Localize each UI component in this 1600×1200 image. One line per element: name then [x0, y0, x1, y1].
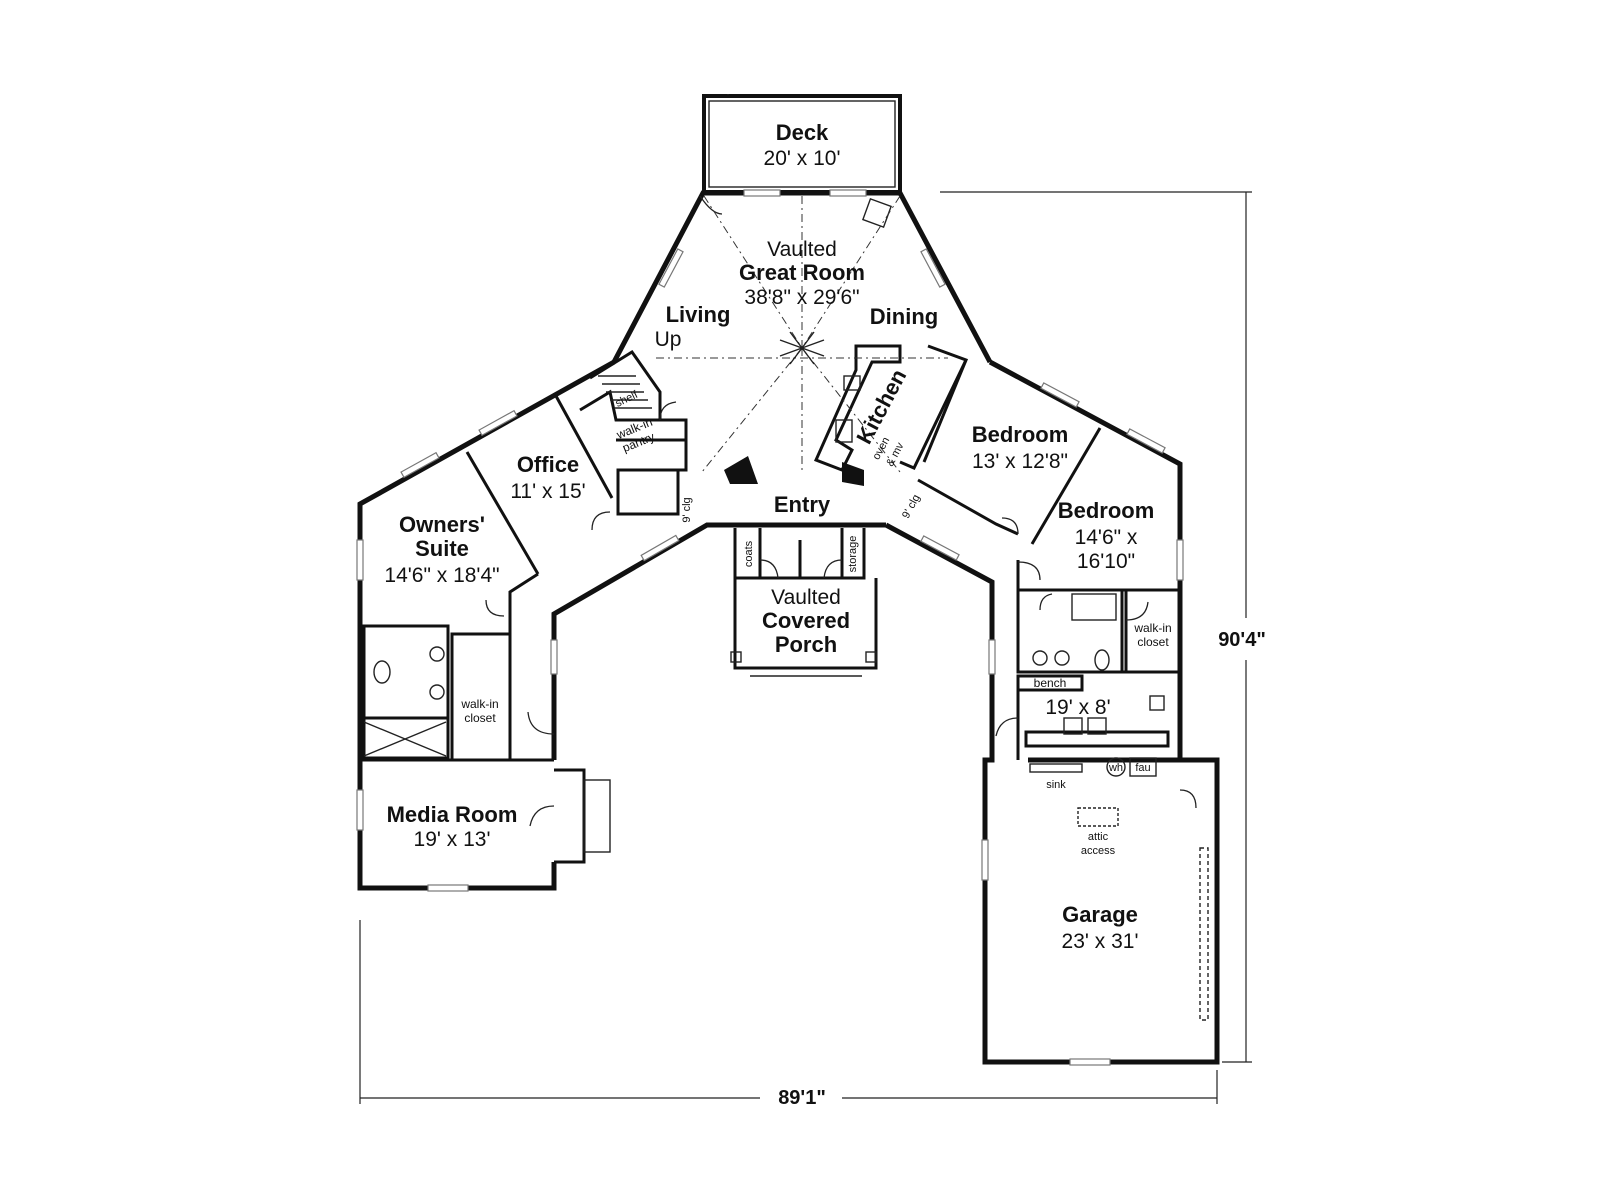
fau-label: fau	[1135, 762, 1150, 774]
closet-left-line1: walk-in	[460, 697, 498, 711]
coats-label: coats	[743, 540, 755, 567]
room-labels: Deck 20' x 10' Vaulted Great Room 38'8" …	[384, 120, 1265, 1109]
office-size: 11' x 15'	[510, 480, 585, 503]
bench-label: bench	[1034, 676, 1067, 690]
owners-suite-size: 14'6" x 18'4"	[384, 564, 499, 587]
great-room-qualifier: Vaulted	[767, 238, 837, 261]
windows	[356, 189, 1184, 1066]
owners-suite-name-line1: Owners'	[399, 512, 485, 537]
up-label: Up	[655, 328, 682, 351]
porch-name-line1: Covered	[762, 608, 850, 633]
clg-right-label: 9' clg	[900, 493, 922, 521]
porch-qualifier: Vaulted	[771, 586, 841, 609]
bedroom2-name: Bedroom	[1058, 498, 1155, 523]
porch-name-line2: Porch	[775, 632, 837, 657]
storage-label: storage	[847, 536, 859, 573]
deck-name: Deck	[776, 120, 829, 145]
great-room-name: Great Room	[739, 260, 865, 285]
doors	[485, 94, 1197, 827]
wh-label: wh	[1108, 762, 1123, 774]
media-room-size: 19' x 13'	[414, 828, 491, 851]
overall-depth-label: 90'4"	[1218, 629, 1266, 651]
living-label: Living	[666, 302, 731, 327]
bedroom2-size-line2: 16'10"	[1077, 550, 1135, 573]
garage-name: Garage	[1062, 902, 1138, 927]
interior-walls	[360, 344, 1209, 1021]
attic-label-line2: access	[1081, 845, 1116, 857]
overall-width-label: 89'1"	[778, 1087, 826, 1109]
entry-name: Entry	[774, 492, 831, 517]
closet-right-line1: walk-in	[1133, 621, 1171, 635]
clg-left-label: 9' clg	[681, 497, 693, 522]
dimension-lines	[359, 191, 1252, 1104]
bedroom1-size: 13' x 12'8"	[972, 450, 1068, 473]
attic-label-line1: attic	[1088, 831, 1109, 843]
great-room-size: 38'8" x 29'6"	[744, 286, 859, 309]
media-room-name: Media Room	[387, 802, 518, 827]
exterior-walls	[357, 190, 1220, 1065]
bedroom1-name: Bedroom	[972, 422, 1069, 447]
closet-right-line2: closet	[1137, 635, 1169, 649]
closet-left-line2: closet	[464, 711, 496, 725]
deck-size: 20' x 10'	[764, 147, 841, 170]
dining-label: Dining	[870, 304, 938, 329]
garage-size: 23' x 31'	[1062, 930, 1139, 953]
utility-size: 19' x 8'	[1045, 696, 1110, 719]
sink-label: sink	[1046, 779, 1066, 791]
vault-ceiling-lines	[656, 195, 948, 473]
owners-suite-name-line2: Suite	[415, 536, 469, 561]
office-name: Office	[517, 452, 579, 477]
bedroom2-size-line1: 14'6" x	[1075, 526, 1138, 549]
